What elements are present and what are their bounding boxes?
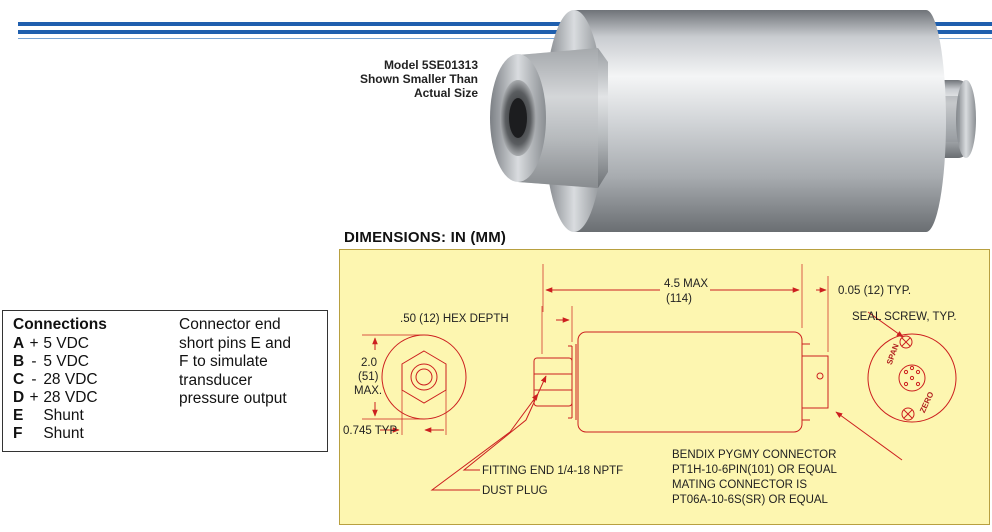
hex-typ-label: 0.745 TYP. [343,425,399,437]
length-value: 4.5 MAX [664,278,708,290]
bendix-label: PT06A-10-6S(SR) OR EQUAL [672,494,829,506]
transducer-photo [490,10,976,232]
dust-plug-label: DUST PLUG [482,485,548,497]
pin-value: 28 VDC [43,371,98,388]
caption-line: Shown Smaller Than [359,72,478,86]
pin-row: C- 28 VDC [13,371,98,389]
pin-letter: A [13,335,25,352]
header-stripe [18,30,992,34]
fitting-end-label: FITTING END 1/4-18 NPTF [482,465,623,477]
photo-caption: Model 5SE01313 Shown Smaller Than Actual… [300,58,478,100]
pin-list: A+ 5 VDC B- 5 VDC C- 28 VDC D+ 28 VDC E … [13,335,98,443]
pin-value: 5 VDC [43,353,89,370]
header-stripe [18,22,992,26]
pin-row: A+ 5 VDC [13,335,98,353]
connector-note: Connector end short pins E and F to simu… [179,316,327,409]
connections-title: Connections [13,316,107,333]
dimension-drawing: .50 (12) HEX DEPTH 2.0 (51) MAX. 0.745 T… [339,249,990,525]
header-stripe-thin [18,38,992,39]
pin-value: 28 VDC [43,389,98,406]
connector-typ-label: 0.05 (12) TYP. [838,285,911,297]
note-line: short pins E and [179,334,292,352]
pin-value: Shunt [43,407,84,424]
pin-letter: C [13,371,25,388]
pin-sign: + [29,335,39,352]
drawing-canvas: .50 (12) HEX DEPTH 2.0 (51) MAX. 0.745 T… [343,264,957,506]
pin-letter: F [13,425,23,442]
note-line: Connector end [179,316,281,333]
height-max: MAX. [354,385,382,397]
connections-box: Connections A+ 5 VDC B- 5 VDC C- 28 VDC … [2,310,328,452]
note-line: transducer [179,371,253,389]
pin-row: D+ 28 VDC [13,389,98,407]
bendix-label: MATING CONNECTOR IS [672,479,807,491]
pin-value: 5 VDC [43,335,89,352]
length-mm: (114) [666,293,692,305]
note-line: F to simulate [179,353,268,370]
pin-row: B- 5 VDC [13,353,98,371]
bendix-label: BENDIX PYGMY CONNECTOR [672,449,836,461]
caption-line: Actual Size [413,86,478,100]
note-line: pressure output [179,390,287,407]
span-label: SPAN [885,342,901,366]
pin-sign: - [31,371,37,388]
dimensions-heading: DIMENSIONS: IN (MM) [344,229,507,246]
pin-letter: D [13,389,25,406]
pin-sign: + [29,389,39,406]
pin-letter: B [13,353,25,370]
seal-screw-label: SEAL SCREW, TYP. [852,311,957,323]
pin-row: F Shunt [13,425,98,443]
bendix-label: PT1H-10-6PIN(101) OR EQUAL [672,464,837,476]
pin-sign: - [31,353,37,370]
model-number: Model 5SE01313 [383,58,478,72]
pin-value: Shunt [43,425,84,442]
zero-label: ZERO [918,390,936,414]
hex-depth-label: .50 (12) HEX DEPTH [400,313,509,325]
height-value: 2.0 [361,357,377,369]
pin-letter: E [13,407,24,424]
height-mm: (51) [358,371,379,383]
pin-row: E Shunt [13,407,98,425]
